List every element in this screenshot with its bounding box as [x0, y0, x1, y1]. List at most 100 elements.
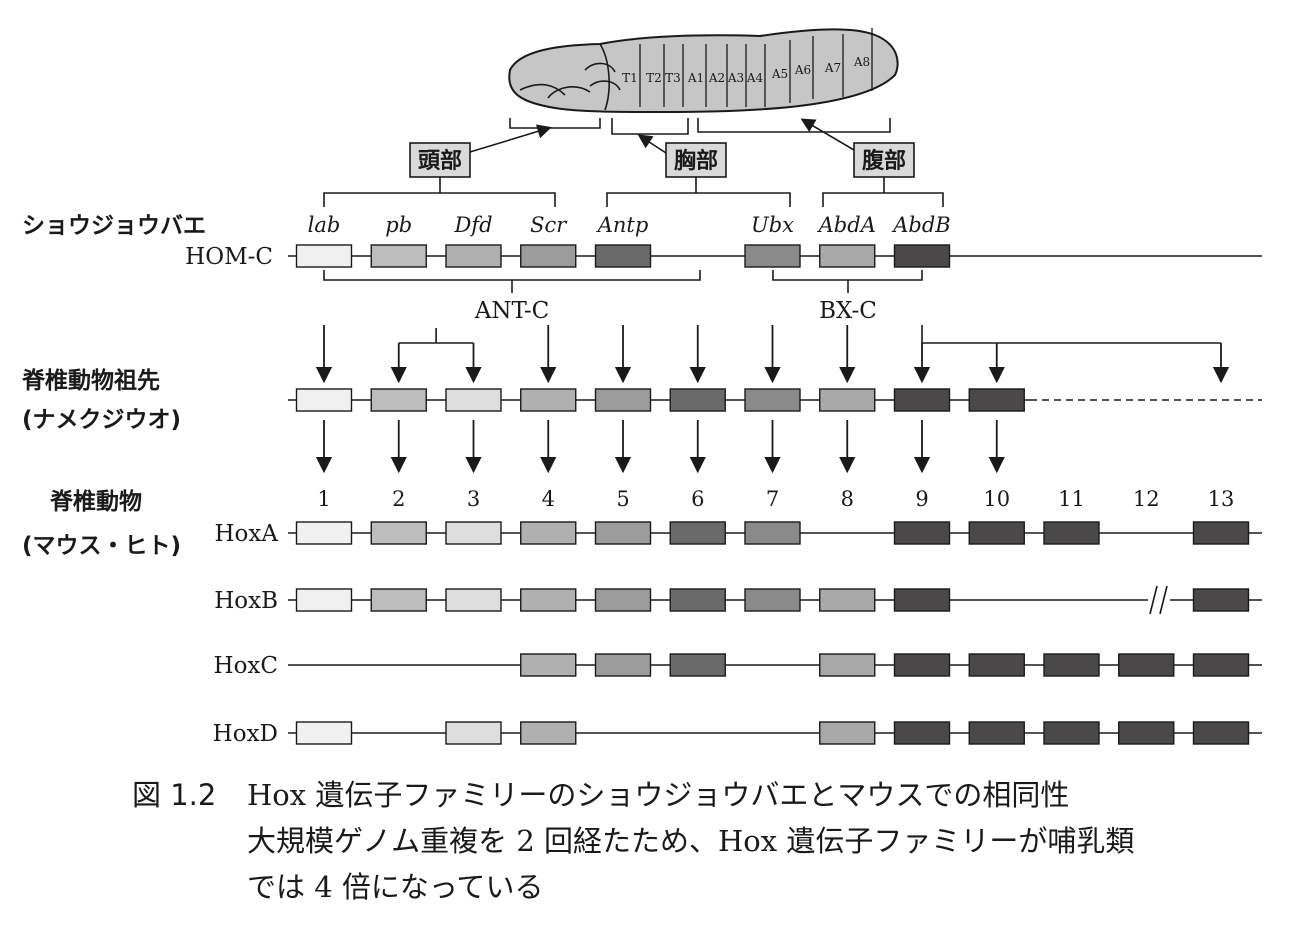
hox-gene-hoxc-13	[1192, 653, 1250, 677]
embryo-segment-label: A7	[824, 61, 841, 75]
cluster-hoxb: HoxB	[214, 585, 1262, 615]
ancestor-title-1: 脊椎動物祖先	[21, 367, 160, 394]
fly-to-ancestor-arrows	[315, 325, 1230, 384]
hox-gene-hoxb-3	[445, 588, 502, 612]
hox-gene-hoxa-9	[893, 521, 951, 545]
ancestor-gene-9	[893, 388, 951, 412]
hox-gene-hoxb-4	[520, 588, 577, 612]
group-number: 6	[691, 487, 704, 511]
hox-gene-hoxa-10	[968, 521, 1025, 545]
hox-gene-hoxc-10	[968, 653, 1025, 677]
cluster-hoxa: HoxA	[215, 521, 1262, 547]
hox-gene-hoxa-5	[594, 521, 652, 545]
embryo-segment-label: A2	[708, 71, 725, 85]
embryo-segment-label: A1	[687, 71, 704, 85]
group-number: 4	[542, 487, 555, 511]
region-thorax-label: 胸部	[674, 148, 718, 174]
hox-gene-hoxd-12	[1118, 721, 1175, 745]
ancestor-to-vertebrate-arrows	[315, 420, 1005, 474]
embryo-segment-label: A6	[794, 63, 811, 77]
cluster-label: HoxB	[214, 588, 278, 614]
group-number: 5	[616, 487, 629, 511]
fly-gene-label: Dfd	[453, 213, 492, 237]
hox-gene-hoxd-4	[520, 721, 577, 745]
embryo-segment-label: T3	[665, 71, 681, 85]
caption-line-3: では 4 倍になっている	[247, 870, 544, 904]
fly-gene-label: AbdA	[817, 213, 876, 237]
hox-gene-hoxd-11	[1043, 721, 1100, 745]
ancestor-gene-1	[295, 388, 353, 412]
ancestor-gene-3	[445, 388, 502, 412]
group-number: 12	[1133, 487, 1160, 511]
hox-gene-hoxb-13	[1192, 588, 1250, 612]
hox-gene-hoxc-9	[893, 653, 951, 677]
fly-gene-label: Antp	[596, 213, 649, 237]
ancestor-gene-7	[744, 388, 801, 412]
fly-gene-scr	[520, 244, 577, 268]
group-number: 8	[841, 487, 854, 511]
fly-gene-dfd	[445, 244, 502, 268]
bx-c-label: BX-C	[819, 298, 877, 324]
ancestor-gene-8	[819, 388, 876, 412]
group-number: 9	[915, 487, 928, 511]
hom-c-label: HOM-C	[185, 244, 273, 270]
fly-gene-label: lab	[308, 213, 341, 237]
hox-gene-hoxb-2	[370, 588, 427, 612]
gene-group-brackets	[323, 177, 944, 207]
region-abdomen-label: 腹部	[862, 148, 906, 174]
hox-gene-hoxb-5	[594, 588, 652, 612]
fly-gene-label: Ubx	[751, 213, 794, 237]
region-thorax: 胸部	[665, 142, 727, 178]
group-number: 13	[1208, 487, 1235, 511]
caption-number: 図 1.2	[132, 778, 217, 812]
hox-gene-hoxb-9	[893, 588, 951, 612]
hox-gene-hoxd-13	[1192, 721, 1250, 745]
hox-gene-hoxc-11	[1043, 653, 1100, 677]
region-brackets	[469, 118, 891, 154]
hox-gene-hoxc-12	[1118, 653, 1175, 677]
hox-gene-hoxa-13	[1192, 521, 1250, 545]
embryo-segment-label: A3	[727, 71, 744, 85]
hox-gene-hoxd-1	[295, 721, 353, 745]
group-number: 10	[983, 487, 1010, 511]
hox-gene-hoxa-3	[445, 521, 502, 545]
break-mark	[1159, 585, 1168, 615]
ancestor-row	[288, 388, 1262, 412]
ant-c-label: ANT-C	[474, 298, 549, 324]
hox-gene-hoxb-7	[744, 588, 801, 612]
cluster-label: HoxD	[213, 721, 278, 747]
fly-gene-abda	[819, 244, 876, 268]
fly-title: ショウジョウバエ	[22, 213, 206, 239]
pb-split-bracket	[398, 328, 474, 344]
fly-gene-label: AbdB	[891, 213, 950, 237]
hox-gene-hoxd-9	[893, 721, 951, 745]
group-number: 3	[467, 487, 480, 511]
region-head-label: 頭部	[418, 148, 462, 174]
hox-gene-hoxa-6	[669, 521, 726, 545]
embryo-segment-label: T1	[622, 71, 638, 85]
fly-gene-abdb	[893, 244, 951, 268]
embryo-segment-label: A5	[771, 67, 788, 81]
group-number: 11	[1058, 487, 1085, 511]
ancestor-gene-6	[669, 388, 726, 412]
embryo-segment-label: A4	[746, 71, 764, 85]
cluster-label: HoxA	[215, 521, 279, 547]
caption-line-2: 大規模ゲノム重複を 2 回経たため、Hox 遺伝子ファミリーが哺乳類	[247, 824, 1135, 858]
hox-gene-hoxa-11	[1043, 521, 1100, 545]
fly-gene-ubx	[744, 244, 801, 268]
hox-gene-hoxb-8	[819, 588, 876, 612]
fly-gene-label: pb	[385, 213, 412, 237]
group-number: 2	[392, 487, 405, 511]
ancestor-gene-2	[370, 388, 427, 412]
ancestor-gene-4	[520, 388, 577, 412]
embryo-segment-label: A8	[853, 55, 870, 69]
hox-gene-hoxd-8	[819, 721, 876, 745]
hox-gene-hoxc-5	[594, 653, 652, 677]
